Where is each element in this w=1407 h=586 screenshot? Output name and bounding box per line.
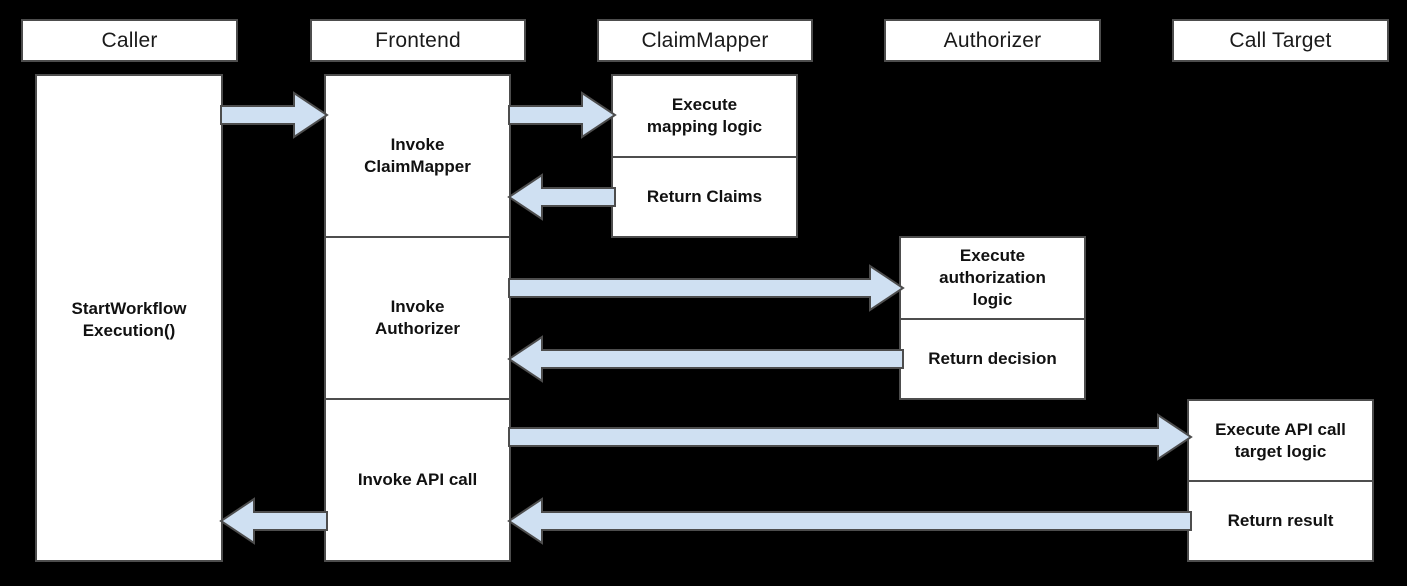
activation-cell-caller-start-workflow: StartWorkflow Execution() xyxy=(71,299,187,340)
activation-divider xyxy=(613,156,796,158)
activation-authorizer[interactable]: Execute authorization logic Return decis… xyxy=(899,236,1086,400)
lifeline-header-authorizer[interactable]: Authorizer xyxy=(884,19,1101,62)
activation-calltarget[interactable]: Execute API call target logic Return res… xyxy=(1187,399,1374,562)
activation-divider xyxy=(901,318,1084,320)
message-arrow-frontend-to-authorizer[interactable] xyxy=(508,264,905,312)
message-arrow-frontend-to-caller[interactable] xyxy=(219,497,328,545)
lifeline-header-frontend[interactable]: Frontend xyxy=(310,19,526,62)
activation-frontend[interactable]: Invoke ClaimMapper Invoke Authorizer Inv… xyxy=(324,74,511,562)
message-arrow-claimmapper-to-frontend[interactable] xyxy=(507,173,616,221)
activation-divider xyxy=(326,236,509,238)
activation-cell-calltarget-return-result: Return result xyxy=(1227,511,1334,531)
activation-caller[interactable]: StartWorkflow Execution() xyxy=(35,74,223,562)
activation-cell-frontend-invoke-api-call: Invoke API call xyxy=(357,470,478,490)
lifeline-header-authorizer-label: Authorizer xyxy=(943,28,1042,52)
lifeline-header-claimmapper-label: ClaimMapper xyxy=(641,28,769,52)
lifeline-header-caller[interactable]: Caller xyxy=(21,19,238,62)
activation-cell-claimmapper-execute-mapping-logic: Execute mapping logic xyxy=(646,95,763,136)
lifeline-header-calltarget[interactable]: Call Target xyxy=(1172,19,1389,62)
activation-cell-claimmapper-return-claims: Return Claims xyxy=(646,187,763,207)
message-arrow-frontend-to-claimmapper[interactable] xyxy=(508,91,617,139)
activation-cell-authorizer-execute-authorization-logic: Execute authorization logic xyxy=(939,246,1046,309)
lifeline-header-claimmapper[interactable]: ClaimMapper xyxy=(597,19,813,62)
lifeline-header-frontend-label: Frontend xyxy=(375,28,461,52)
activation-cell-authorizer-return-decision: Return decision xyxy=(928,349,1057,369)
message-arrow-caller-to-frontend[interactable] xyxy=(220,91,329,139)
activation-claimmapper[interactable]: Execute mapping logic Return Claims xyxy=(611,74,798,238)
activation-divider xyxy=(326,398,509,400)
lifeline-header-calltarget-label: Call Target xyxy=(1229,28,1332,52)
activation-cell-frontend-invoke-authorizer: Invoke Authorizer xyxy=(375,297,460,338)
message-arrow-frontend-to-calltarget[interactable] xyxy=(508,413,1193,461)
activation-cell-frontend-invoke-claimmapper: Invoke ClaimMapper xyxy=(364,135,471,176)
activation-divider xyxy=(1189,480,1372,482)
message-arrow-calltarget-to-frontend[interactable] xyxy=(507,497,1192,545)
activation-cell-calltarget-execute-api-call-target-logic: Execute API call target logic xyxy=(1215,419,1346,461)
message-arrow-authorizer-to-frontend[interactable] xyxy=(507,335,904,383)
lifeline-header-caller-label: Caller xyxy=(101,28,158,52)
